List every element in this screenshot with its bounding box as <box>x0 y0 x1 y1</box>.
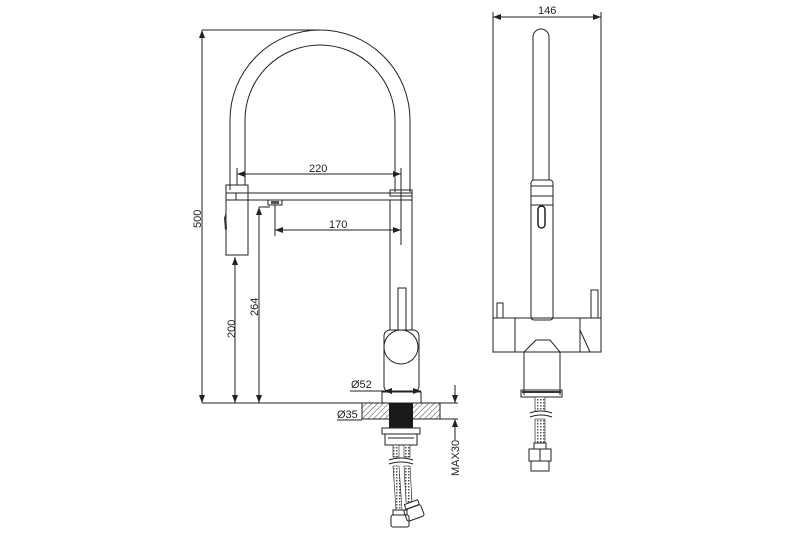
side-view: 500 220 <box>192 29 462 528</box>
dimension-label-170: 170 <box>329 219 347 231</box>
dimension-label-220: 220 <box>309 163 327 175</box>
dimension-label-500: 500 <box>192 210 204 228</box>
dimension-label-146: 146 <box>538 5 556 17</box>
dimension-head-clearance: 200 <box>226 257 238 403</box>
dimension-aerator-reach: 170 <box>274 205 401 236</box>
spray-head-front <box>530 179 554 321</box>
dimension-total-height: 500 <box>192 29 320 403</box>
spray-head <box>224 184 249 256</box>
dimension-label-max30: MAX30 <box>450 440 462 476</box>
supply-hoses <box>388 444 425 528</box>
dimension-spout-reach: 220 <box>236 163 402 245</box>
body-front <box>492 317 602 398</box>
dimension-aerator-clearance: 264 <box>249 206 270 403</box>
dimension-total-width: 146 <box>492 5 602 345</box>
dimension-label-o35: Ø35 <box>337 409 358 421</box>
arched-spring-spout <box>229 29 411 192</box>
spray-button-icon <box>537 205 546 229</box>
supply-hose-front <box>528 396 553 472</box>
horizontal-arm <box>247 189 413 206</box>
dimension-base-diameter: Ø52 <box>350 379 421 394</box>
mounting-nut <box>381 427 421 446</box>
countertop-section <box>361 402 458 428</box>
dimension-hole-diameter: Ø35 <box>337 409 362 421</box>
spout-front <box>532 28 550 180</box>
dimension-label-200: 200 <box>226 320 238 338</box>
front-view: 146 <box>492 5 602 472</box>
dimension-label-264: 264 <box>249 298 261 316</box>
dimension-max-thickness: MAX30 <box>450 385 462 476</box>
handles-front <box>496 289 599 319</box>
dimension-label-o52: Ø52 <box>351 379 372 391</box>
